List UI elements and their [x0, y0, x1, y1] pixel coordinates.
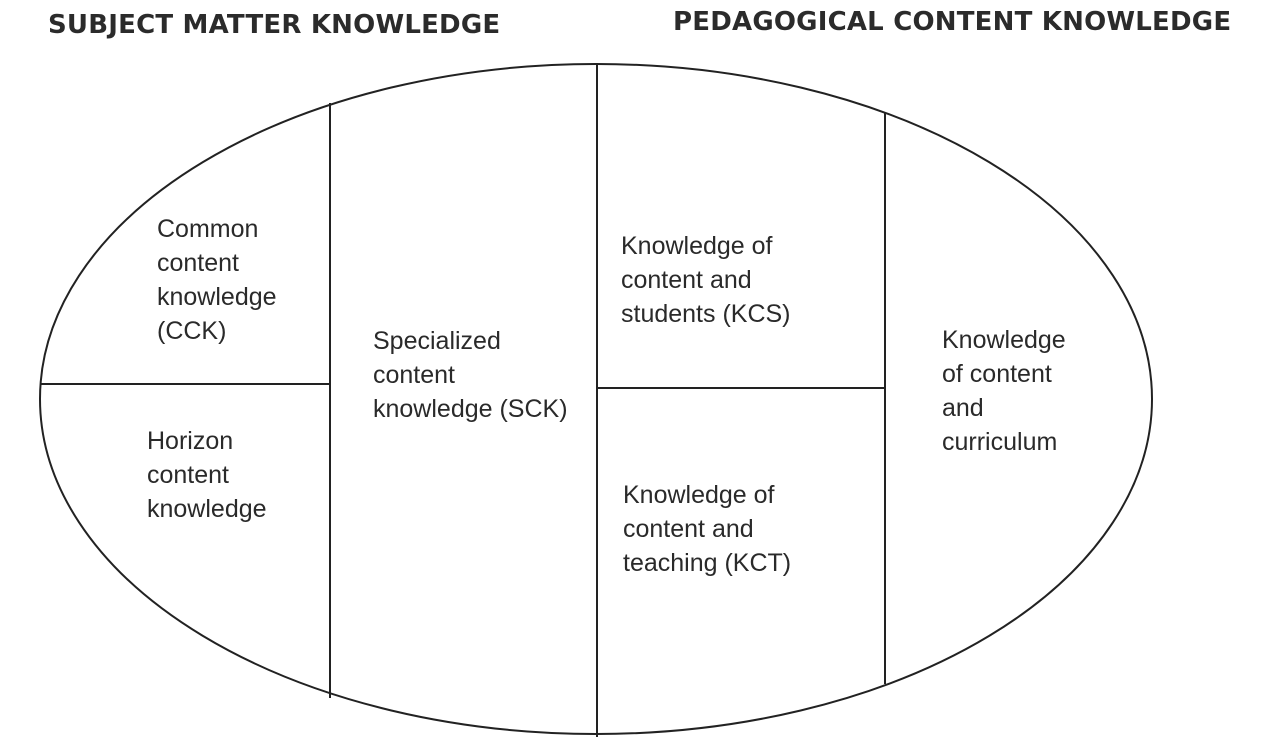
label-kct: Knowledge of content and teaching (KCT): [623, 481, 792, 577]
label-kcs: Knowledge of content and students (KCS): [621, 232, 791, 328]
label-kcc: Knowledge of content and curriculum: [942, 326, 1066, 456]
label-cck: Common content knowledge (CCK): [157, 215, 277, 345]
subject-matter-knowledge-heading: SUBJECT MATTER KNOWLEDGE: [48, 10, 501, 40]
label-sck: Specialized content knowledge (SCK): [373, 327, 568, 423]
label-horizon: Horizon content knowledge: [147, 427, 267, 523]
pedagogical-content-knowledge-heading: PEDAGOGICAL CONTENT KNOWLEDGE: [673, 7, 1232, 37]
